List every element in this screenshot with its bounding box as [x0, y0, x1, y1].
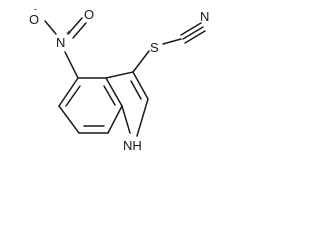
bond-c7a-c3a	[105, 77, 123, 107]
bond-nitro-n-o-b	[72, 22, 87, 39]
atom-nitrile-n: N	[200, 9, 209, 24]
atom-s: S	[150, 40, 159, 55]
atom-o-minus-charge: -	[34, 4, 37, 14]
bond-c4-c5	[58, 77, 79, 107]
bond-c-n-triple-3	[184, 30, 206, 44]
bond-c4-nitro-n	[64, 51, 79, 79]
bond-c3-s	[132, 50, 150, 73]
bond-nitro-n-o-a	[67, 17, 83, 35]
bond-nitro-n-o-minus	[44, 20, 57, 35]
bond-c7-c7a	[107, 105, 123, 134]
atom-o-minus: O	[29, 12, 39, 27]
bond-c3-c2	[132, 71, 149, 100]
bond-c4-c5-inner	[65, 85, 81, 107]
bond-n1-c7a	[121, 105, 131, 134]
bond-c3a-c3	[105, 71, 134, 79]
bond-c-n-triple-2	[182, 26, 204, 40]
bond-c2-n1	[136, 98, 149, 137]
atom-nitro-n: N	[56, 35, 65, 50]
bond-c5-c6	[58, 105, 80, 134]
atom-nitro-o: O	[84, 7, 94, 22]
indole-structure-diagram: O - N + O S N NH	[29, 4, 209, 153]
atom-nitro-n-charge: +	[66, 28, 71, 38]
atom-indole-nh: NH	[123, 138, 142, 153]
bond-s-c	[162, 38, 182, 45]
bond-c7a-c3a-inner	[103, 85, 116, 106]
bond-c3-c2-inner	[130, 80, 142, 100]
bond-c-n-triple-1	[180, 22, 202, 36]
